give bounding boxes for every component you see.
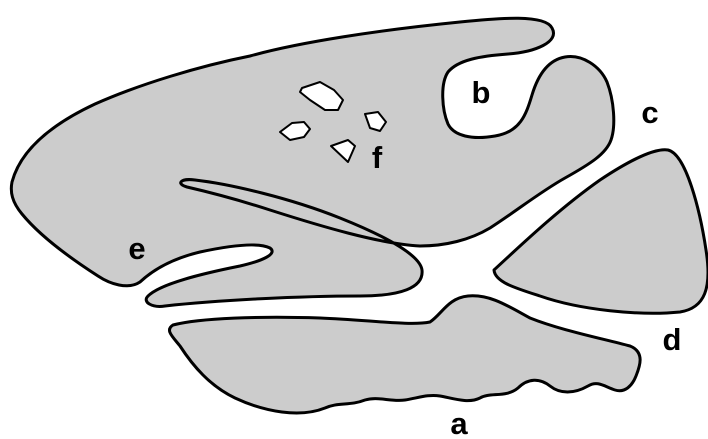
lower-region [169, 296, 640, 413]
label-b: b [472, 75, 491, 110]
label-d: d [663, 322, 682, 357]
label-c: c [641, 95, 658, 130]
label-f: f [372, 140, 383, 175]
label-e: e [128, 231, 145, 266]
label-a: a [450, 406, 468, 439]
